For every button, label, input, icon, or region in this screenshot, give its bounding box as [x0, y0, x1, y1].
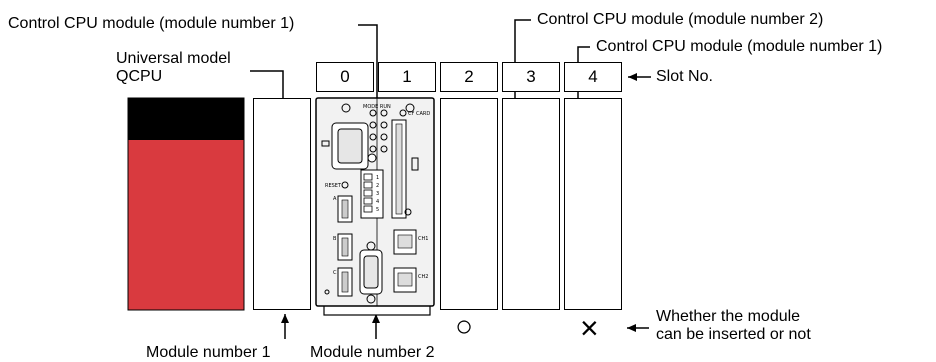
label-universal-model: Universal model [116, 50, 231, 67]
svg-text:2: 2 [376, 183, 379, 189]
slot-number-2: 2 [440, 62, 498, 92]
label-insertable-line1: Whether the module [656, 308, 801, 325]
svg-text:CH1: CH1 [418, 236, 428, 242]
module-slot-4 [564, 98, 622, 310]
svg-text:1: 1 [376, 175, 379, 181]
svg-text:CF CARD: CF CARD [408, 111, 430, 117]
svg-text:RESET: RESET [325, 183, 342, 189]
insertable-mark-slot-2: ○ [455, 310, 474, 343]
module-slot-3 [502, 98, 560, 310]
insertable-mark-slot-4: × [580, 310, 599, 346]
control-cpu-module-detail: CF CARD MODE RUN RESET 1 2 3 4 5 A B C [315, 97, 435, 307]
svg-text:5: 5 [376, 207, 379, 213]
label-control-cpu-module-1-top: Control CPU module (module number 1) [8, 15, 295, 32]
svg-text:3: 3 [376, 191, 379, 197]
slot-number-1: 1 [378, 62, 436, 92]
slot-number-0: 0 [316, 62, 374, 92]
label-module-number-2: Module number 2 [310, 344, 435, 361]
module-slot-2 [440, 98, 498, 310]
slot-number-4: 4 [564, 62, 622, 92]
module-slot-after-qcpu [253, 98, 311, 310]
svg-text:C: C [333, 270, 337, 276]
label-control-cpu-module-1-right: Control CPU module (module number 1) [596, 38, 883, 55]
label-control-cpu-module-2: Control CPU module (module number 2) [537, 11, 824, 28]
svg-text:CH2: CH2 [418, 274, 428, 280]
svg-text:MODE RUN: MODE RUN [363, 104, 391, 110]
label-slot-no: Slot No. [656, 68, 713, 85]
slot-number-3: 3 [502, 62, 560, 92]
svg-text:4: 4 [376, 199, 379, 205]
svg-text:B: B [333, 236, 337, 242]
label-insertable-line2: can be inserted or not [656, 326, 811, 343]
universal-qcpu-module [127, 97, 245, 311]
svg-text:A: A [333, 196, 337, 202]
label-module-number-1: Module number 1 [146, 344, 271, 361]
label-qcpu: QCPU [116, 68, 163, 85]
